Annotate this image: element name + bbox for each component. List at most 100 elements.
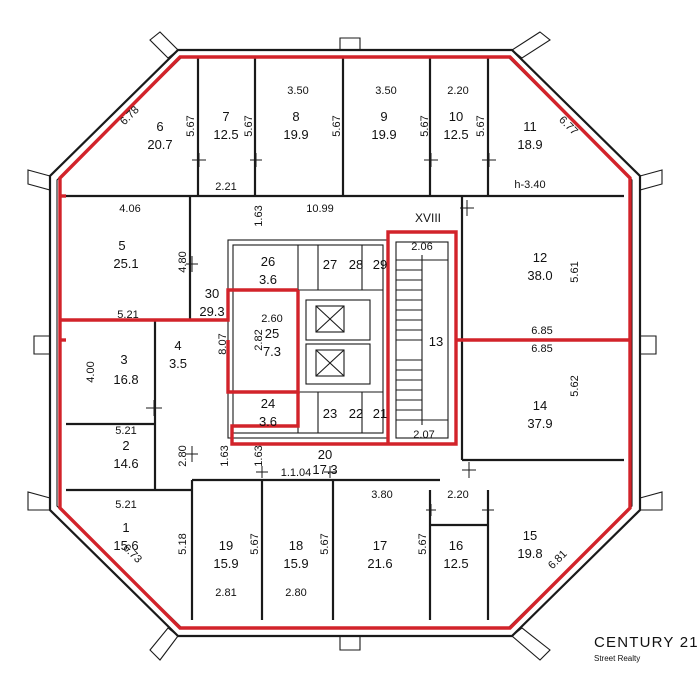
room-25-area: 7.3 (263, 344, 281, 359)
dim-label: 5.67 (331, 115, 343, 136)
dim-label: 6.78 (118, 104, 142, 128)
room-29-id: 29 (373, 257, 387, 272)
room-2-area: 14.6 (113, 456, 138, 471)
room-30-area: 29.3 (199, 304, 224, 319)
room-18-id: 18 (289, 538, 303, 553)
room-2-id: 2 (122, 438, 129, 453)
dim-label: 2.07 (413, 429, 434, 441)
dim-label: 5.67 (249, 533, 261, 554)
room-16-id: 16 (449, 538, 463, 553)
room-5-id: 5 (118, 238, 125, 253)
core (227, 239, 389, 439)
room-26-area: 3.6 (259, 272, 277, 287)
dim-label: 1.63 (253, 205, 265, 226)
facade-piers (27, 31, 663, 661)
dim-label: 5.67 (417, 533, 429, 554)
dim-label: 6.85 (531, 343, 552, 355)
room-6-area: 20.7 (147, 137, 172, 152)
dim-label: 5.67 (319, 533, 331, 554)
unit-outline (58, 55, 632, 630)
dim-label: 5.18 (177, 533, 189, 554)
room-19-area: 15.9 (213, 556, 238, 571)
dim-label: 5.67 (419, 115, 431, 136)
room-7-id: 7 (222, 109, 229, 124)
room-12-area: 38.0 (527, 268, 552, 283)
room-22-id: 22 (349, 406, 363, 421)
room-labels: 6 20.7 7 12.5 8 19.9 9 19.9 10 12.5 11 1… (113, 109, 552, 571)
dim-label: 5.21 (115, 425, 136, 437)
room-12-id: 12 (533, 250, 547, 265)
dim-label: 2.82 (253, 329, 265, 350)
room-1-id: 1 (122, 520, 129, 535)
room-1-area: 15.6 (113, 538, 138, 553)
dim-label: 6.77 (556, 114, 580, 138)
dim-label: 3.80 (371, 489, 392, 501)
room-10-area: 12.5 (443, 127, 468, 142)
dim-label: 1.63 (219, 445, 231, 466)
room-17-area: 21.6 (367, 556, 392, 571)
room-3-id: 3 (120, 352, 127, 367)
dim-label: 2.81 (215, 587, 236, 599)
room-6-id: 6 (156, 119, 163, 134)
room-21-id: 21 (373, 406, 387, 421)
room-7-area: 12.5 (213, 127, 238, 142)
room-4-id: 4 (174, 338, 181, 353)
room-8-id: 8 (292, 109, 299, 124)
dim-label: 1.1.04 (281, 467, 312, 479)
dim-label: 3.50 (287, 85, 308, 97)
room-5-area: 25.1 (113, 256, 138, 271)
room-20-id: 20 (318, 447, 332, 462)
room-17-id: 17 (373, 538, 387, 553)
dim-label: 6.85 (531, 325, 552, 337)
room-3-area: 16.8 (113, 372, 138, 387)
dim-label: 5.62 (569, 375, 581, 396)
dim-label: 5.61 (569, 261, 581, 282)
dim-label: 3.50 (375, 85, 396, 97)
stairwell (395, 241, 449, 439)
room-15-id: 15 (523, 528, 537, 543)
room-13-id: 13 (429, 334, 443, 349)
room-28-id: 28 (349, 257, 363, 272)
brand-subtitle: Street Realty (594, 654, 640, 663)
floor-code-label: XVIII (415, 211, 441, 225)
dim-label: 10.99 (306, 203, 334, 215)
dim-label: 5.21 (117, 309, 138, 321)
room-9-area: 19.9 (371, 127, 396, 142)
dim-label: 2.80 (285, 587, 306, 599)
dim-label: 2.06 (411, 241, 432, 253)
room-10-id: 10 (449, 109, 463, 124)
dim-label: 2.80 (177, 445, 189, 466)
room-16-area: 12.5 (443, 556, 468, 571)
room-8-area: 19.9 (283, 127, 308, 142)
room-19-id: 19 (219, 538, 233, 553)
room-14-id: 14 (533, 398, 547, 413)
dim-label: 6.81 (546, 548, 570, 572)
dim-label: 8.07 (217, 333, 229, 354)
dim-label: 4.00 (85, 361, 97, 382)
dim-label: 2.20 (447, 489, 468, 501)
dim-label: 5.67 (475, 115, 487, 136)
dim-label: 5.67 (185, 115, 197, 136)
dim-label: 1.63 (253, 445, 265, 466)
dim-label: 5.67 (243, 115, 255, 136)
room-26-id: 26 (261, 254, 275, 269)
dim-label: 6.73 (120, 542, 144, 566)
grid-markers (146, 153, 496, 516)
room-30-id: 30 (205, 286, 219, 301)
room-20-area: 17.3 (312, 462, 337, 477)
room-24-id: 24 (261, 396, 275, 411)
room-24-area: 3.6 (259, 414, 277, 429)
dim-label: 2.60 (261, 313, 282, 325)
dim-label: 4.80 (177, 251, 189, 272)
brand-name: CENTURY 21. (594, 634, 700, 651)
room-14-area: 37.9 (527, 416, 552, 431)
room-23-id: 23 (323, 406, 337, 421)
room-15-area: 19.8 (517, 546, 542, 561)
room-11-area: 18.9 (517, 137, 542, 152)
dim-label: 2.21 (215, 181, 236, 193)
room-18-area: 15.9 (283, 556, 308, 571)
dim-label: 5.21 (115, 499, 136, 511)
dim-label: 2.20 (447, 85, 468, 97)
